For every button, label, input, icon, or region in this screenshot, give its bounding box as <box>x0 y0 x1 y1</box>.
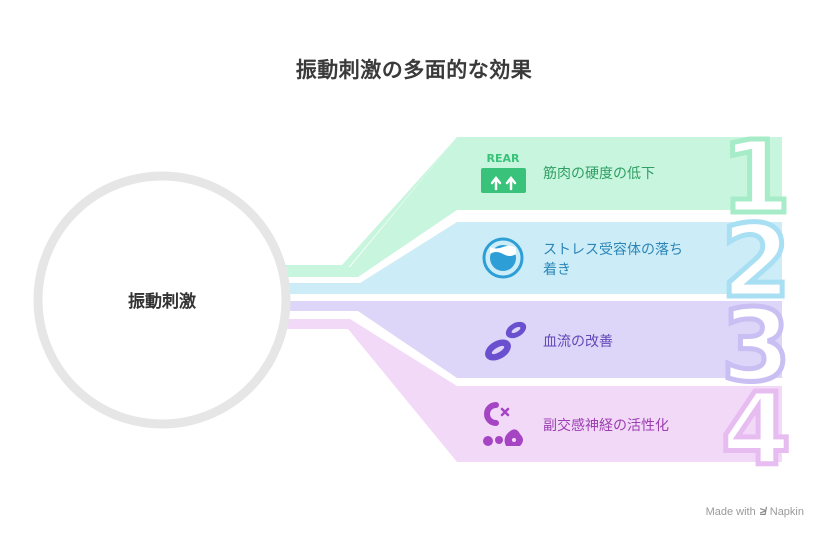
connector-1-band <box>287 137 457 277</box>
connector-3-band <box>287 301 457 378</box>
svg-text:REAR: REAR <box>487 152 520 165</box>
item-label-4: 副交感神経の活性化 <box>543 418 669 434</box>
center-label: 振動刺激 <box>128 292 196 312</box>
water-drop-circle-icon <box>482 237 524 279</box>
item-label-3: 血流の改善 <box>543 334 613 350</box>
blood-cells-icon <box>485 321 527 361</box>
number-3: 3 <box>721 287 791 404</box>
item-label-1: 筋肉の硬度の低下 <box>543 166 655 182</box>
brand-name: Napkin <box>769 506 804 518</box>
band-3 <box>457 301 782 378</box>
center-circle <box>33 171 291 429</box>
number-1: 1 <box>721 119 791 236</box>
band-4 <box>457 386 782 462</box>
connector-2-band <box>287 222 457 294</box>
rear-arrows-icon: REAR <box>481 152 526 193</box>
napkin-watermark: Made with ≱ Napkin <box>706 506 804 518</box>
napkin-logo-icon: ≱ <box>759 506 766 518</box>
diagram-title: 振動刺激の多面的な効果 <box>295 58 533 82</box>
made-with-text: Made with <box>705 506 756 518</box>
connector-4-band <box>287 319 457 462</box>
number-2: 2 <box>721 203 791 320</box>
number-4: 4 <box>721 371 791 488</box>
item-label-2: ストレス受容体の落ち着き <box>543 242 683 278</box>
nerve-cells-icon <box>483 402 523 446</box>
